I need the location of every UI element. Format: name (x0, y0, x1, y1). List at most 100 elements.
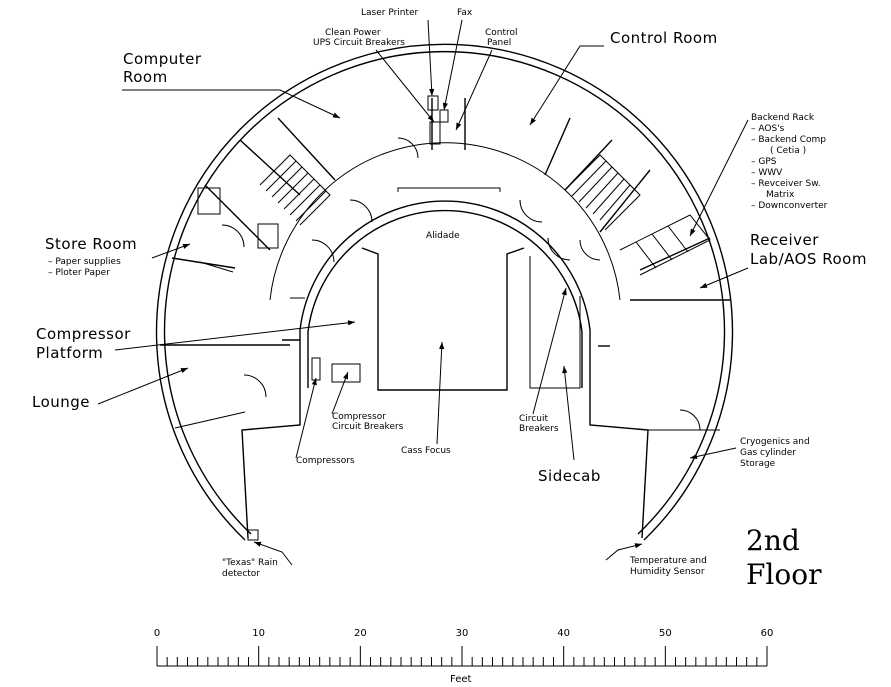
door (243, 374, 267, 398)
inner-ring-outer (299, 200, 591, 388)
backend-rack-line: – Revceiver Sw. (751, 179, 821, 189)
computer-room-label-2: Room (123, 68, 168, 86)
store-room-label: Store Room (45, 235, 137, 253)
scale-tick-label: 10 (252, 628, 265, 639)
control-panel-label-2: Panel (487, 38, 511, 48)
sidecab-label: Sidecab (538, 467, 601, 485)
arrowhead (343, 372, 348, 380)
scale-tick-label: 30 (456, 628, 469, 639)
arrowhead (332, 112, 340, 118)
scale-tick-label: 60 (761, 628, 774, 639)
clean-power-label-2: UPS Circuit Breakers (313, 38, 405, 48)
partition (599, 169, 651, 233)
equipment (197, 95, 449, 541)
arrowhead (456, 122, 462, 130)
control-room-label: Control Room (610, 29, 718, 47)
partition (204, 184, 271, 251)
compressor-breakers-label: Compressor (332, 412, 386, 422)
arrowhead (439, 342, 445, 350)
fax-pointer (443, 19, 463, 111)
arrowhead (561, 288, 567, 296)
building-walls (155, 43, 734, 541)
rain-detector-label: "Texas" Rain (222, 558, 278, 568)
scale-tick-label: 40 (557, 628, 570, 639)
arrowhead (562, 366, 568, 374)
inner-ring-inner (307, 209, 583, 388)
temp-sensor-label: Temperature and (629, 556, 707, 566)
compressor-platform-label-2: Platform (36, 344, 103, 362)
door (397, 137, 419, 159)
backend-rack-line: Matrix (766, 190, 795, 200)
receiver-lab-label: Receiver (750, 231, 819, 249)
doors (221, 137, 701, 431)
corridor-ring (269, 142, 621, 301)
sink (197, 187, 221, 215)
compressor-breakers-pointer (331, 371, 349, 415)
door (519, 199, 543, 223)
compressors-label: Compressors (296, 456, 355, 466)
leader-lines (97, 19, 749, 566)
temp-sensor-pointer (605, 543, 643, 561)
store-item-2: – Ploter Paper (48, 268, 110, 278)
backend-rack-line: – Downconverter (751, 201, 828, 211)
cryogenics-label-2: Gas cylinder (740, 448, 796, 458)
rain-detector-label-2: detector (222, 569, 260, 579)
alidade-label: Alidade (426, 231, 460, 241)
store-item-1: – Paper supplies (48, 257, 121, 267)
arrowhead (429, 88, 435, 96)
cryogenics-pointer (689, 447, 737, 459)
arrowhead (254, 541, 262, 547)
scale-tick-label: 20 (354, 628, 367, 639)
floor-label-2: Floor (746, 558, 822, 591)
compressor-platform-pointer (114, 321, 356, 351)
callout-labels: Laser Printer Fax Clean Power UPS Circui… (222, 8, 828, 579)
laser-printer-pointer (427, 19, 433, 97)
left-lower-wall-2 (174, 411, 246, 429)
circuit-breakers-pointer (532, 287, 567, 415)
backend-rack-line: Backend Rack (751, 113, 815, 123)
rain-detector-box (247, 529, 259, 541)
sidecab-pointer (563, 365, 575, 461)
circuit-breakers-label: Circuit (519, 414, 548, 424)
laser-printer-label: Laser Printer (361, 8, 419, 18)
control-panel-pointer (455, 49, 493, 131)
lounge-label: Lounge (32, 393, 90, 411)
fax-label: Fax (457, 8, 473, 18)
arrowhead (634, 543, 642, 549)
temp-sensor-label-2: Humidity Sensor (630, 567, 705, 577)
arrowhead (690, 228, 696, 236)
receiver-lab-label-2: Lab/AOS Room (750, 250, 867, 268)
partition (239, 139, 301, 196)
control-panel-label: Control (485, 28, 518, 38)
computer-room-pointer (122, 89, 341, 119)
backend-rack-line: – AOS's (751, 124, 785, 134)
right-lower-wall (589, 388, 649, 539)
partition (639, 237, 711, 271)
cass-focus-label: Cass Focus (401, 446, 451, 456)
lounge-pointer (97, 367, 189, 405)
alidade-rail (397, 187, 501, 192)
cryogenics-label: Cryogenics and (740, 437, 810, 447)
receiver-lab-pointer (699, 267, 749, 289)
backend-rack-line: – Backend Comp (751, 135, 826, 145)
arrowhead (427, 114, 434, 122)
arrowhead (180, 368, 188, 374)
arrowhead (182, 243, 190, 249)
door (311, 239, 335, 263)
arrowhead (311, 378, 317, 386)
room-labels: Computer Room Control Room Store Room – … (32, 29, 867, 485)
compressor-box-1 (311, 357, 321, 381)
backend-rack-shelves (619, 214, 711, 276)
clean-power-pointer (375, 49, 435, 123)
sidecab-wall (529, 256, 581, 389)
compressor-box-2 (331, 363, 361, 383)
compressor-platform-label: Compressor (36, 325, 131, 343)
arrowhead (530, 117, 536, 125)
fax-box (439, 109, 449, 123)
cryogenics-label-3: Storage (740, 459, 776, 469)
scale-tick-label: 50 (659, 628, 672, 639)
backend-rack-pointer (689, 119, 749, 237)
arrowhead (442, 102, 448, 110)
